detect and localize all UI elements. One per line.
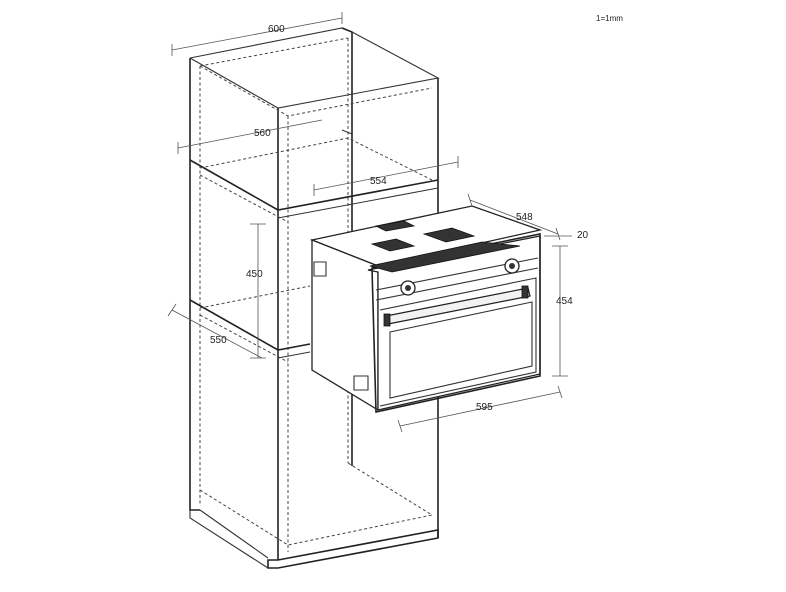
cabinet-top-front-edge <box>189 31 440 109</box>
upper-shelf-back-tick <box>341 129 353 135</box>
handle-left-mount <box>383 313 391 327</box>
mounting-bracket-bottom <box>353 375 369 391</box>
dim-line-554 <box>313 156 459 196</box>
lower-shelf-back-dash <box>199 285 311 309</box>
cabinet-base-inner <box>199 509 269 559</box>
left-knob-center <box>405 285 411 291</box>
upper-shelf-side-dash <box>199 174 289 223</box>
top-cutout-right <box>422 227 476 243</box>
label-560: 560 <box>254 128 271 139</box>
upper-shelf-lower-edge <box>277 187 439 219</box>
cabinet-base-left <box>189 510 269 569</box>
dim-line-548 <box>467 193 561 241</box>
oven-front-panel <box>367 235 541 411</box>
dim-line-560 <box>177 119 323 154</box>
upper-shelf-back-dash <box>199 137 433 181</box>
oven-door-outline <box>379 277 537 407</box>
label-548: 548 <box>516 212 533 223</box>
handle-right-mount <box>521 285 529 299</box>
dimension-labels: 600 560 554 450 550 548 20 454 595 1=1mm <box>210 14 623 413</box>
cabinet-left-edge <box>189 58 200 511</box>
label-454: 454 <box>556 296 573 307</box>
lower-shelf-lower-edge <box>277 351 311 359</box>
oven-door-window <box>389 301 533 399</box>
cabinet-inner-top-front-dash <box>199 65 433 117</box>
dim-line-454 <box>552 245 568 377</box>
built-in-oven <box>309 205 543 413</box>
top-cutout-back <box>374 220 416 232</box>
dimension-lines <box>167 12 572 433</box>
right-knob-center <box>509 263 515 269</box>
lower-shelf-side-dash <box>199 314 289 363</box>
dim-line-600 <box>171 12 343 56</box>
top-cutout-left <box>370 238 416 252</box>
label-554: 554 <box>370 176 387 187</box>
label-450: 450 <box>246 269 263 280</box>
label-595: 595 <box>476 402 493 413</box>
scale-note: 1=1mm <box>596 14 623 23</box>
label-600: 600 <box>268 24 285 35</box>
oven-top-vent <box>369 241 521 273</box>
label-550: 550 <box>210 335 227 346</box>
cabinet-inner-bottom-dash <box>199 462 434 546</box>
mounting-bracket-top <box>313 261 327 277</box>
dim-line-550 <box>167 303 263 359</box>
dim-line-450 <box>250 223 266 359</box>
dim-line-595 <box>397 385 563 433</box>
lower-shelf-front <box>189 299 311 351</box>
cabinet-base-plinth <box>267 529 439 569</box>
label-20: 20 <box>577 230 589 241</box>
